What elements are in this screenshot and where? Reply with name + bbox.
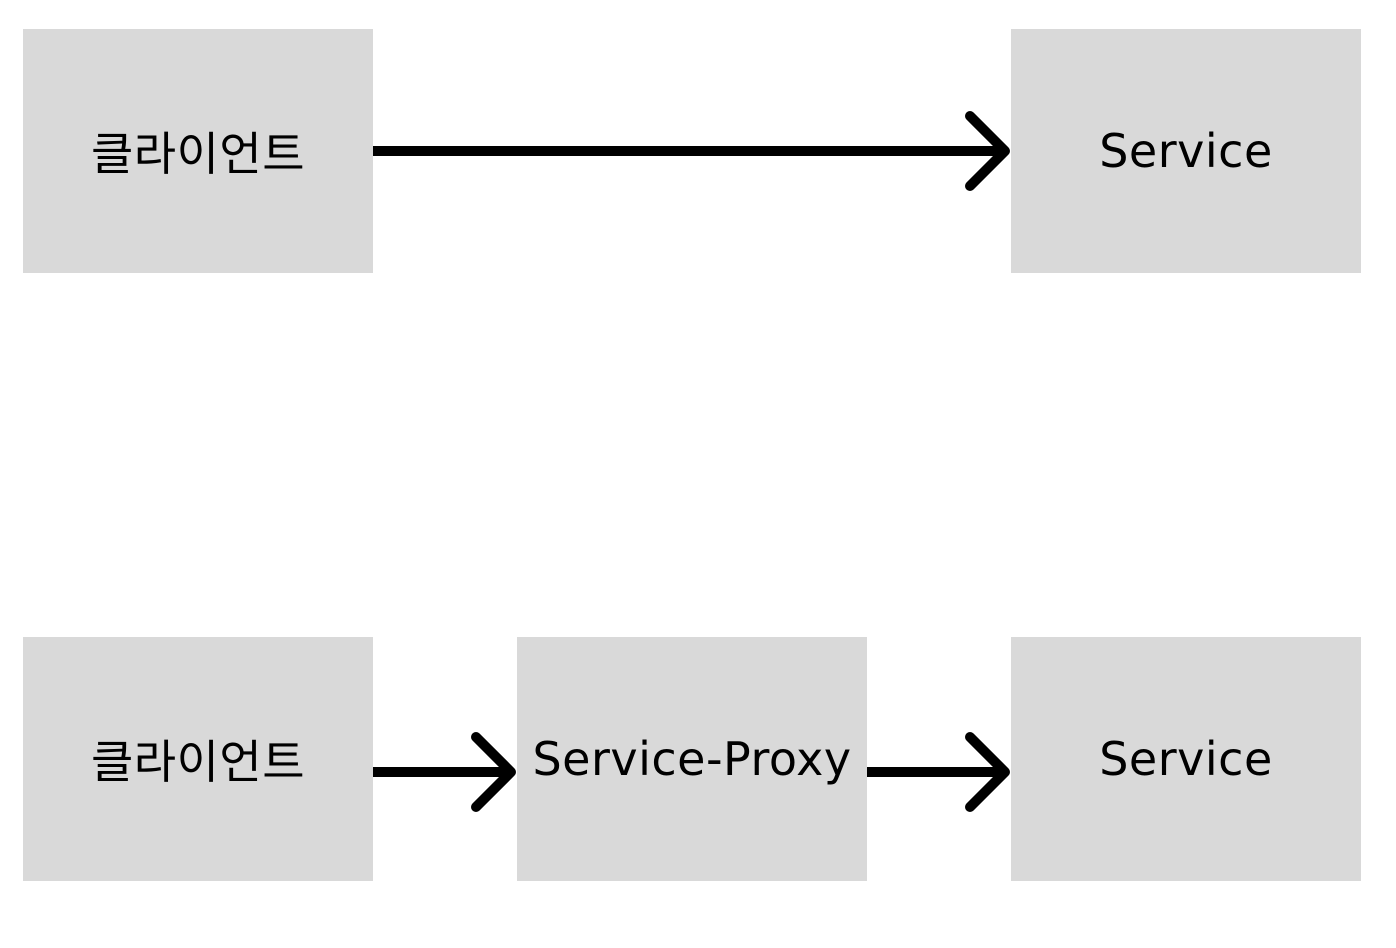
service-proxy-label: Service-Proxy [532,732,852,786]
arrow-proxy-to-service [867,732,1010,812]
service-proxy-box: Service-Proxy [517,637,867,881]
service-box: Service [1011,29,1361,273]
arrow-client-to-service [373,111,1010,191]
service-label: Service [1099,124,1273,178]
client-box: 클라이언트 [23,637,373,881]
service-label: Service [1099,732,1273,786]
client-label: 클라이언트 [90,735,306,789]
service-box: Service [1011,637,1361,881]
client-label: 클라이언트 [90,127,306,181]
arrow-client-to-proxy [373,732,516,812]
client-box: 클라이언트 [23,29,373,273]
